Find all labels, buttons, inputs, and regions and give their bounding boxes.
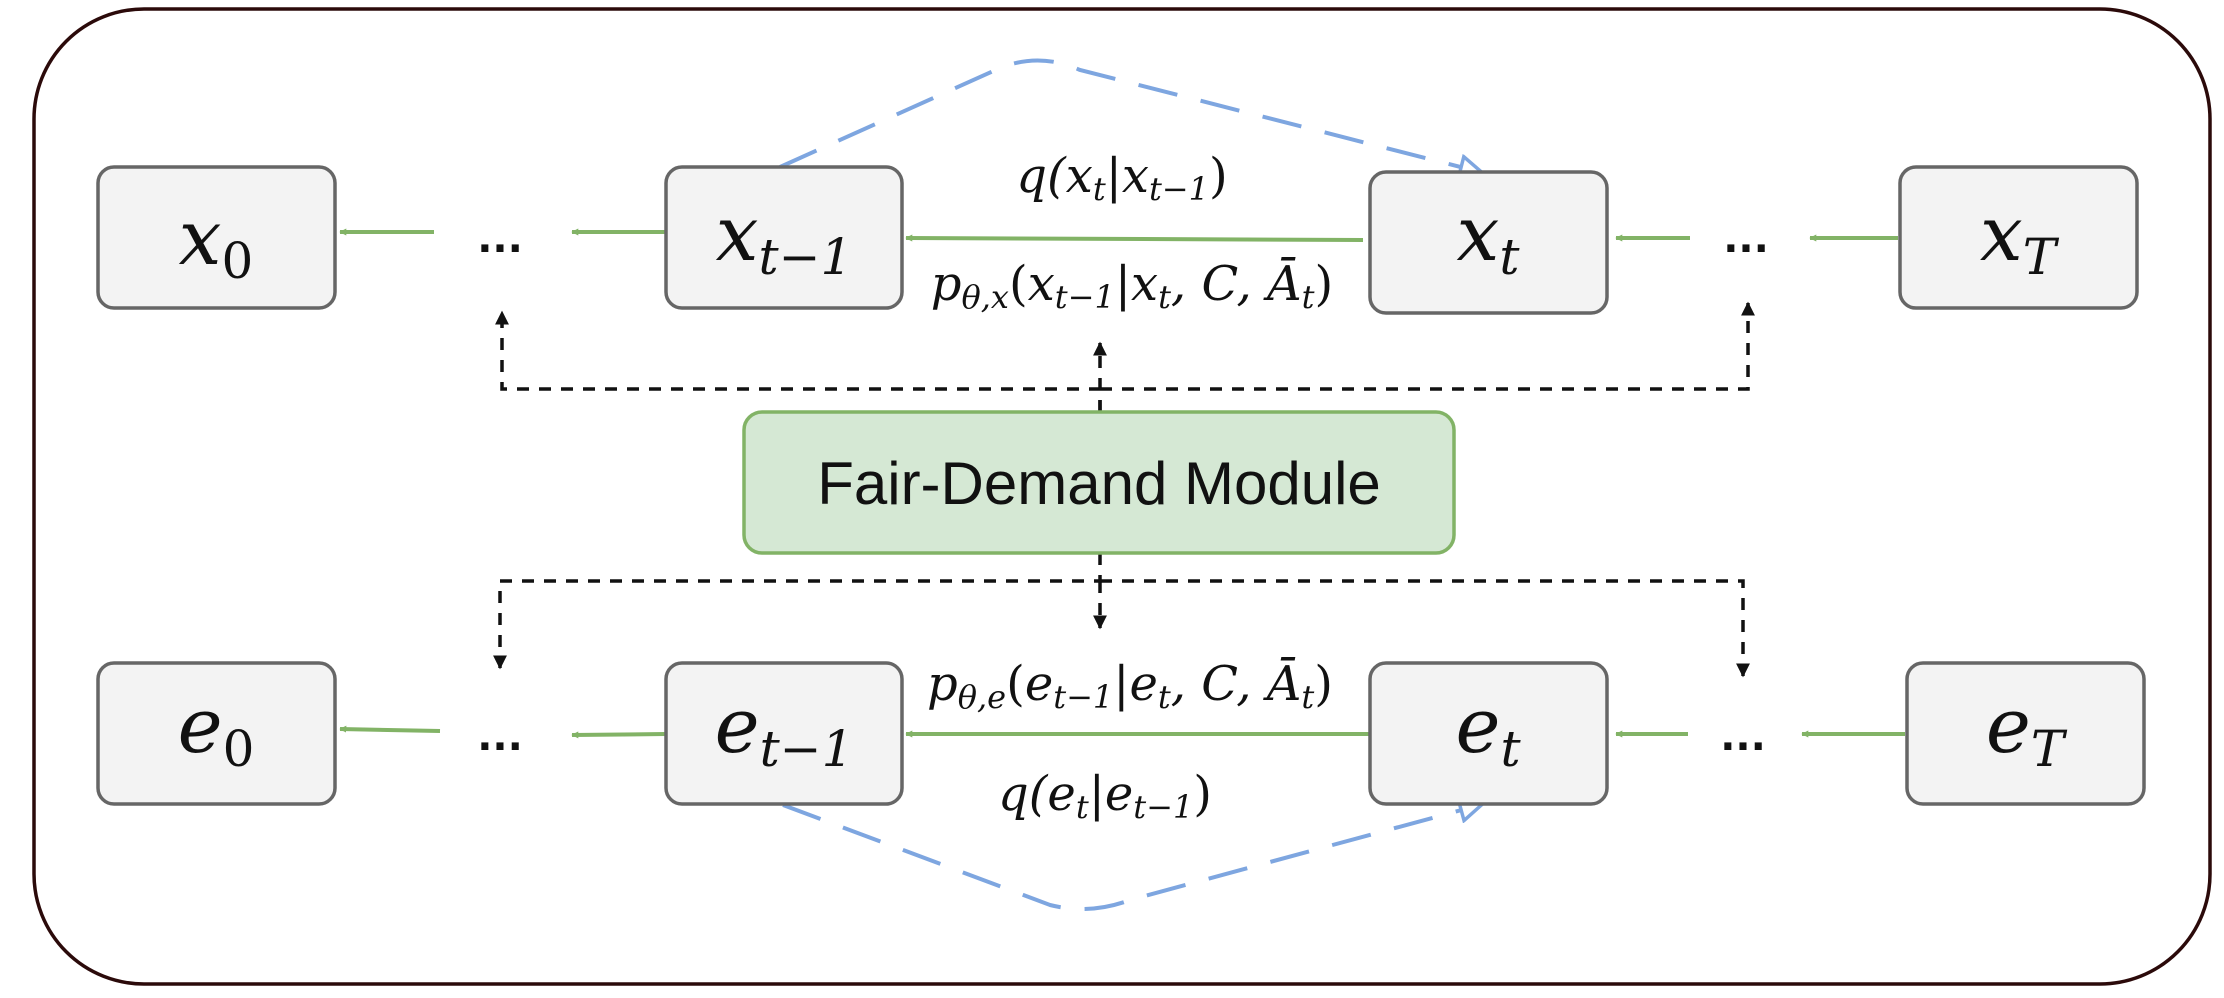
top-forward-label: q(xt|xt−1) xyxy=(1016,148,1227,208)
control-edge-bottom-right xyxy=(1100,579,1750,678)
bottom-ellipsis-left: ... xyxy=(477,714,523,760)
node-e-t-minus-1: et−1 xyxy=(664,661,904,806)
bottom-forward-label: q(et|et−1) xyxy=(998,766,1212,826)
node-x-t-minus-1: xt−1 xyxy=(664,165,904,310)
node-x0: x0 xyxy=(96,165,337,310)
node-e0: e0 xyxy=(96,661,337,806)
control-edge-bottom-left xyxy=(493,553,1102,670)
node-x-t: xt xyxy=(1368,170,1609,315)
forward-edge-bottom xyxy=(782,805,1480,911)
reverse-edge-top-3 xyxy=(905,234,1364,242)
node-x-t-minus-1-label: xt−1 xyxy=(716,189,853,286)
top-reverse-label: pθ,x(xt−1|xt, C, Āt) xyxy=(931,256,1333,316)
node-e-t-minus-1-label: et−1 xyxy=(715,681,854,778)
node-x-t-label: xt xyxy=(1457,189,1521,286)
module-label: Fair-Demand Module xyxy=(817,450,1381,517)
node-e-T: eT xyxy=(1905,661,2146,806)
node-e-t: et xyxy=(1368,661,1609,806)
node-e0-label: e0 xyxy=(178,681,255,778)
bottom-reverse-label: pθ,e(et−1|et, C, Āt) xyxy=(927,656,1333,716)
bottom-ellipsis-right: ... xyxy=(1720,714,1766,760)
top-ellipsis-left: ... xyxy=(477,216,523,262)
reverse-edge-bottom-2 xyxy=(571,731,667,739)
control-edge-top-right xyxy=(1100,301,1755,391)
node-e-t-label: et xyxy=(1455,681,1521,778)
top-ellipsis-right: ... xyxy=(1723,216,1769,262)
node-x-T-label: xT xyxy=(1980,189,2060,286)
fair-demand-module: Fair-Demand Module xyxy=(742,410,1456,555)
reverse-edge-bottom-1 xyxy=(339,725,441,733)
node-e-T-label: eT xyxy=(1986,681,2068,778)
forward-edge-top xyxy=(779,58,1480,172)
node-x-T: xT xyxy=(1898,165,2139,310)
node-x0-label: x0 xyxy=(179,193,254,290)
